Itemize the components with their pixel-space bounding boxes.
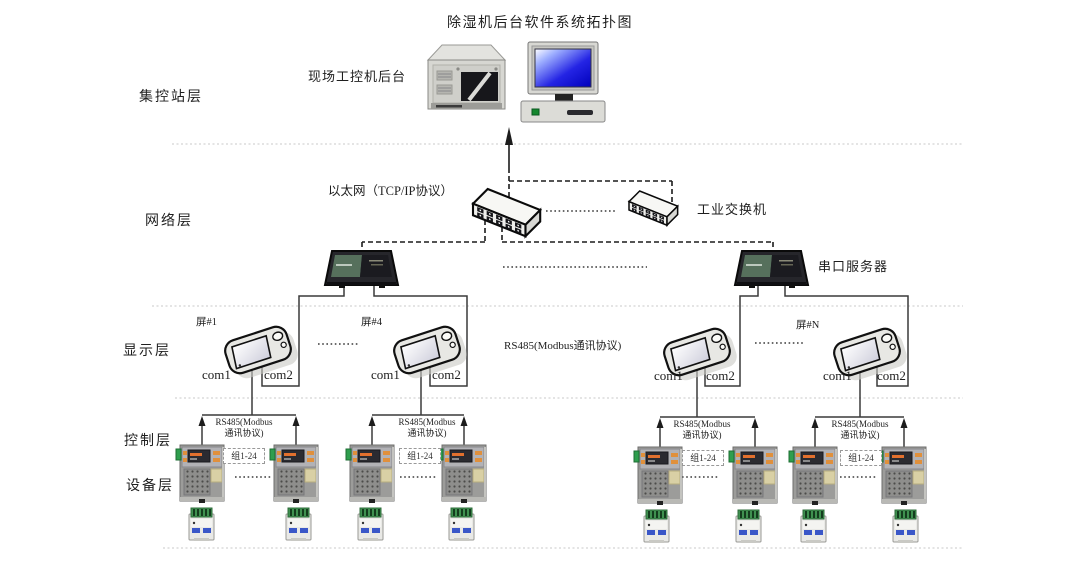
group-2-range-box: 组1-24 <box>399 448 441 464</box>
controller-3-2 <box>728 446 778 506</box>
group-2-rs485-label: RS485(Modbus 通讯协议) <box>398 417 456 438</box>
serial-server-label: 串口服务器 <box>818 259 889 274</box>
din-module-4-2 <box>892 509 919 544</box>
controller-3-1 <box>633 446 683 506</box>
screen-4-com1-label: com1 <box>823 368 852 383</box>
group-4-range-box: 组1-24 <box>840 450 882 466</box>
controller-1-1 <box>175 444 225 504</box>
group-4-rs485-label: RS485(Modbus 通讯协议) <box>831 419 889 440</box>
ellipsis-dots <box>235 210 877 478</box>
ethernet-switch-2 <box>628 190 679 226</box>
din-module-1-2 <box>285 507 312 542</box>
diagram-title: 除湿机后台软件系统拓扑图 <box>447 16 633 31</box>
layer-label-central-station: 集控站层 <box>139 90 203 105</box>
screen-1-name: 屏#1 <box>196 317 217 328</box>
din-module-4-1 <box>800 509 827 544</box>
layer-separators <box>152 143 963 549</box>
serial-server-2 <box>734 250 809 289</box>
rs485-arrowheads <box>198 416 908 428</box>
group-1-rs485-label: RS485(Modbus 通讯协议) <box>215 417 273 438</box>
controller-4-1 <box>788 446 838 506</box>
screen-4-com2-label: com2 <box>877 368 906 383</box>
screen-2-name: 屏#4 <box>361 317 382 328</box>
screen-3-com2-label: com2 <box>706 368 735 383</box>
workstation-computer <box>520 41 606 123</box>
screen-1-com1-label: com1 <box>202 367 231 382</box>
ethernet-links <box>361 168 774 250</box>
screen-4-name: 屏#N <box>796 320 820 331</box>
layer-label-display: 显示层 <box>123 344 171 359</box>
screen-2-com2-label: com2 <box>432 367 461 382</box>
controller-2-1 <box>345 444 395 504</box>
group-3-range-box: 组1-24 <box>682 450 724 466</box>
layer-label-network: 网络层 <box>145 214 193 229</box>
group-3-rs485-label: RS485(Modbus 通讯协议) <box>673 419 731 440</box>
ethernet-label: 以太网（TCP/IP协议） <box>328 184 454 198</box>
group-1-range-box: 组1-24 <box>223 448 265 464</box>
ethernet-switch-1 <box>471 187 542 238</box>
layer-label-device: 设备层 <box>126 479 174 494</box>
industrial-switch-label: 工业交换机 <box>697 202 768 217</box>
din-module-2-2 <box>448 507 475 542</box>
uplink-arrow <box>505 127 513 168</box>
din-module-3-2 <box>735 509 762 544</box>
screen-2-com1-label: com1 <box>371 367 400 382</box>
industrial-pc <box>426 43 507 111</box>
rs485-wiring <box>201 284 909 451</box>
serial-server-1 <box>324 250 399 289</box>
controller-1-2 <box>269 444 319 504</box>
controller-2-2 <box>437 444 487 504</box>
field-ipc-label: 现场工控机后台 <box>308 69 407 84</box>
controller-4-2 <box>877 446 927 506</box>
screen-3-com1-label: com1 <box>654 368 683 383</box>
layer-label-control: 控制层 <box>124 434 172 449</box>
din-module-3-1 <box>643 509 670 544</box>
screen-1-com2-label: com2 <box>264 367 293 382</box>
din-module-2-1 <box>357 507 384 542</box>
rs485-display-bus-label: RS485(Modbus通讯协议) <box>504 340 622 352</box>
din-module-1-1 <box>188 507 215 542</box>
